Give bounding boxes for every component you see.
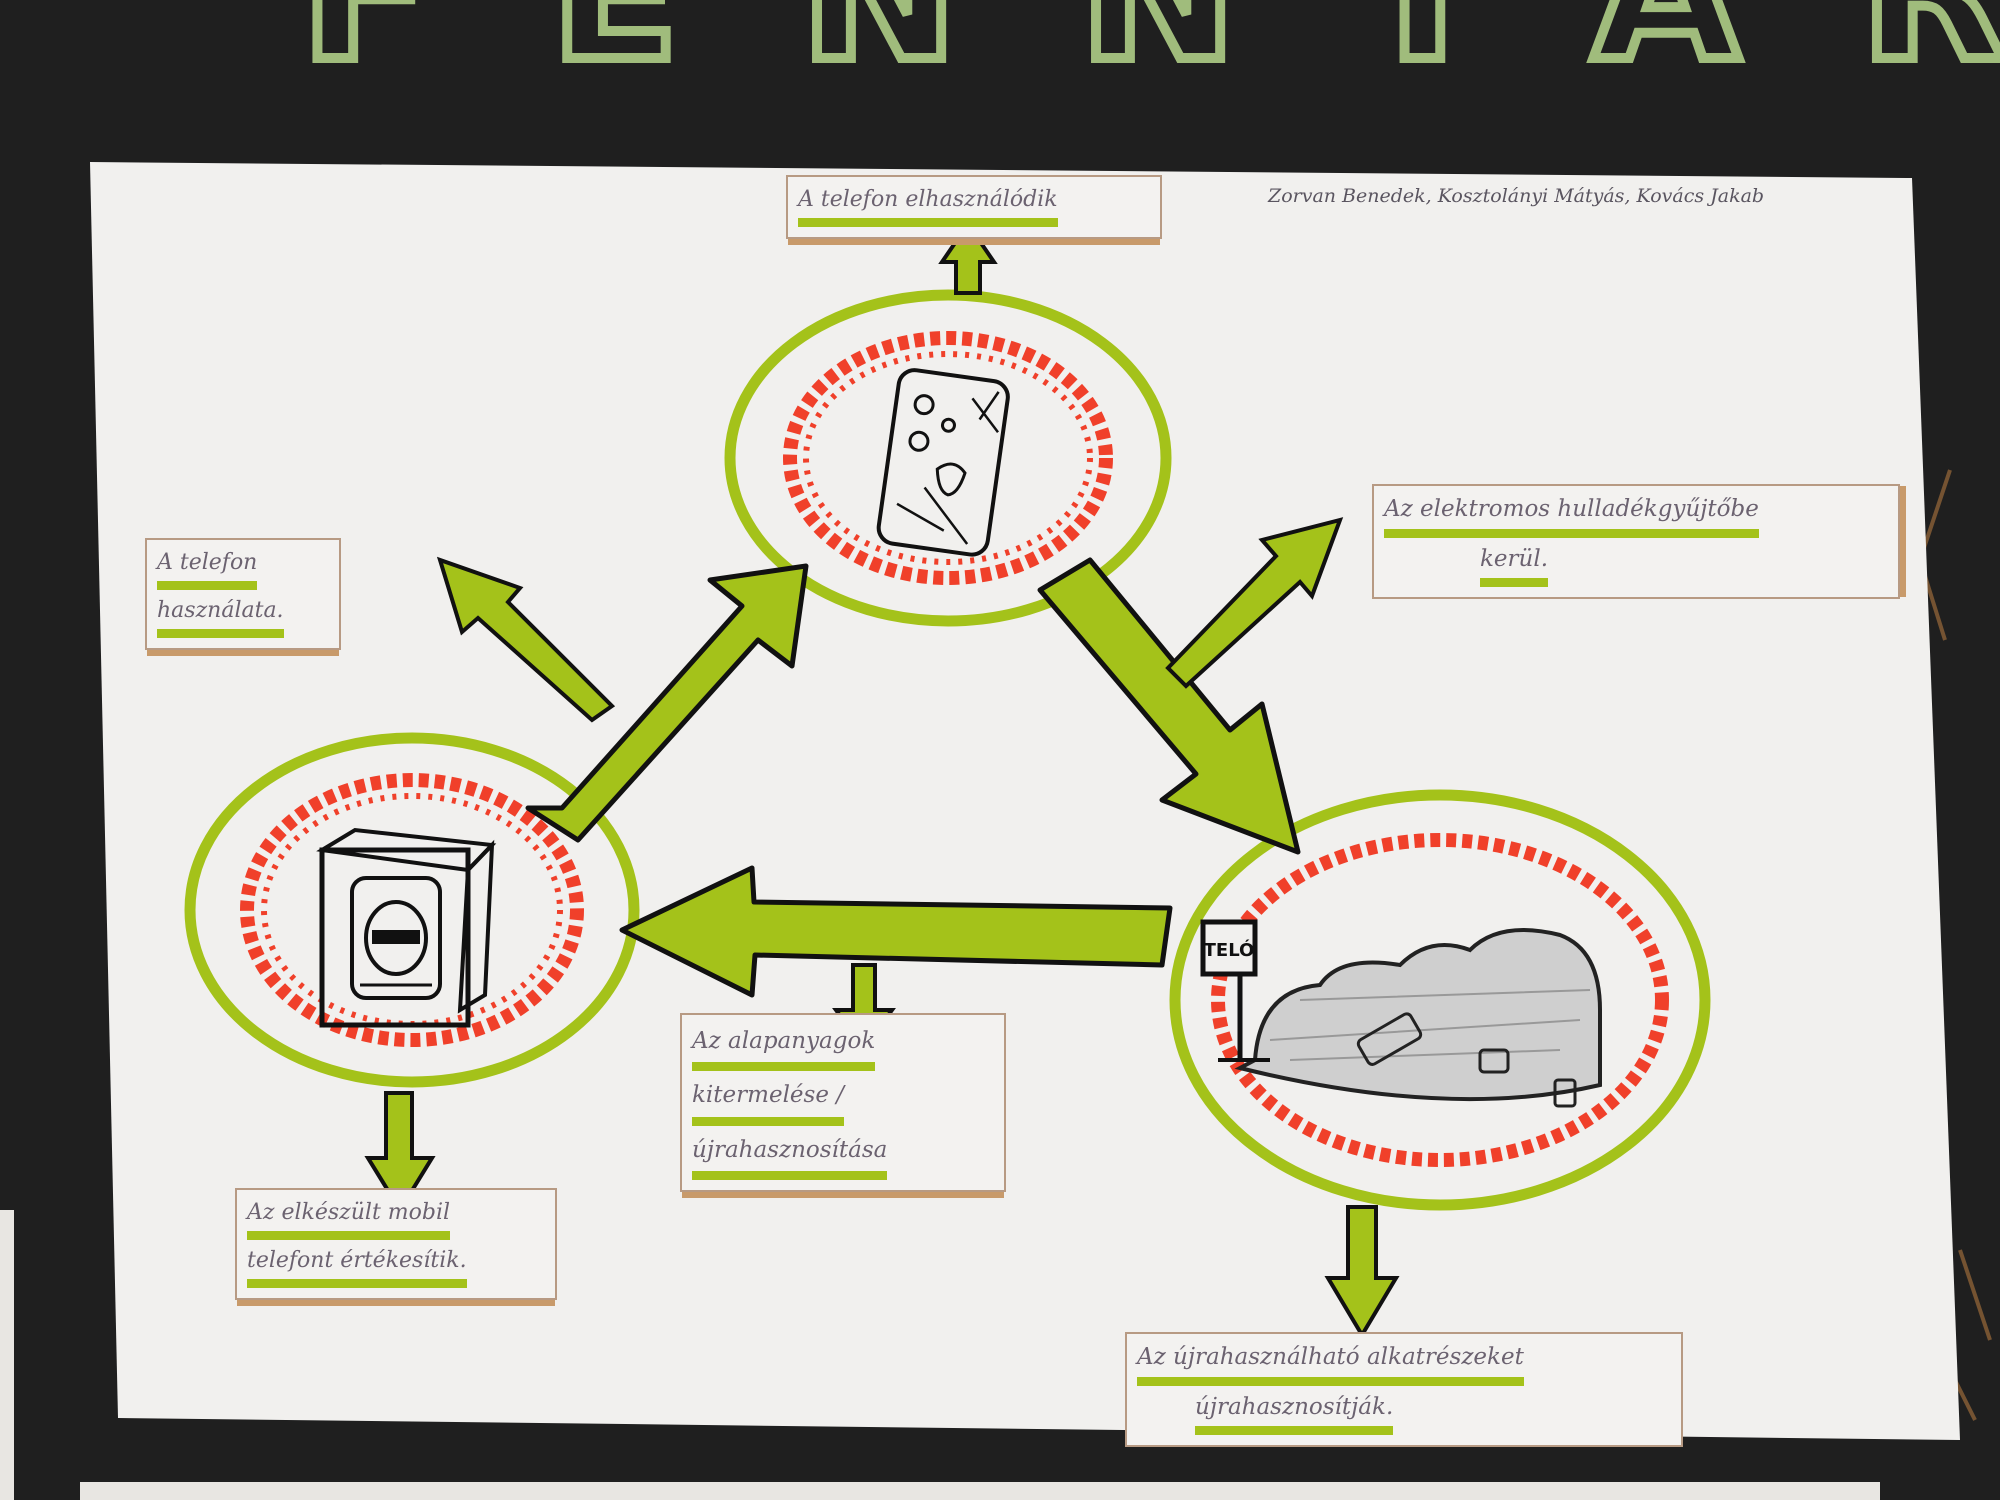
worn-phone-icon: [876, 368, 1010, 557]
telo-sign-text: TELÓ: [1204, 939, 1255, 961]
label-top-line-1: A telefon elhasználódik: [798, 183, 1058, 228]
label-recycle: Az elektromos hulladékgyűjtőbe kerül.: [1372, 484, 1900, 600]
arrow-top-to-right: [1037, 557, 1301, 855]
label-usage-line-2: használata.: [157, 594, 284, 639]
label-materials-line-2: kitermelése /: [692, 1075, 845, 1126]
label-materials-line-3: újrahasznosítása: [692, 1130, 888, 1180]
label-materials: Az alapanyagok kitermelése / újrahasznos…: [680, 1013, 1006, 1192]
arrow-to-recycle-label: [1165, 517, 1344, 689]
node-right: [1169, 789, 1711, 1211]
bottom-paper: [80, 1482, 1880, 1500]
credits-text: Zorvan Benedek, Kosztolányi Mátyás, Ková…: [1268, 185, 1765, 207]
label-reuse-line-2: újrahasznosítják.: [1195, 1390, 1394, 1436]
arrow-left-to-top: [525, 563, 809, 843]
label-sell-line-1: Az elkészült mobil: [247, 1196, 451, 1241]
label-sell-line-2: telefont értékesítik.: [247, 1244, 467, 1289]
arrow-up-to-top-label: [938, 220, 998, 295]
arrow-to-usage-label: [436, 556, 616, 723]
side-paper-left: [0, 1210, 14, 1500]
board-heading: FENNTARTHATÓ: [300, 0, 2000, 103]
arrow-down-to-sell-label: [364, 1091, 436, 1214]
junkyard-icon: [1218, 928, 1602, 1108]
label-reuse-line-1: Az újrahasználható alkatrészeket: [1137, 1340, 1524, 1386]
label-top: A telefon elhasználódik: [786, 175, 1162, 240]
boxed-phone-icon: [316, 827, 497, 1028]
arrow-down-to-reuse-label: [1324, 1205, 1400, 1339]
label-usage-line-1: A telefon: [157, 546, 258, 591]
paper-sheet: [90, 162, 1960, 1440]
label-materials-line-1: Az alapanyagok: [692, 1021, 876, 1072]
label-recycle-line-2: kerül.: [1480, 542, 1549, 588]
label-recycle-line-1: Az elektromos hulladékgyűjtőbe: [1384, 492, 1759, 538]
arrow-right-to-left: [619, 865, 1173, 998]
label-reuse: Az újrahasználható alkatrészeket újrahas…: [1125, 1332, 1683, 1448]
label-usage: A telefon használata.: [145, 538, 341, 651]
node-top: [724, 289, 1172, 627]
label-sell: Az elkészült mobil telefont értékesítik.: [235, 1188, 557, 1301]
telo-sign: TELÓ: [1200, 919, 1258, 977]
